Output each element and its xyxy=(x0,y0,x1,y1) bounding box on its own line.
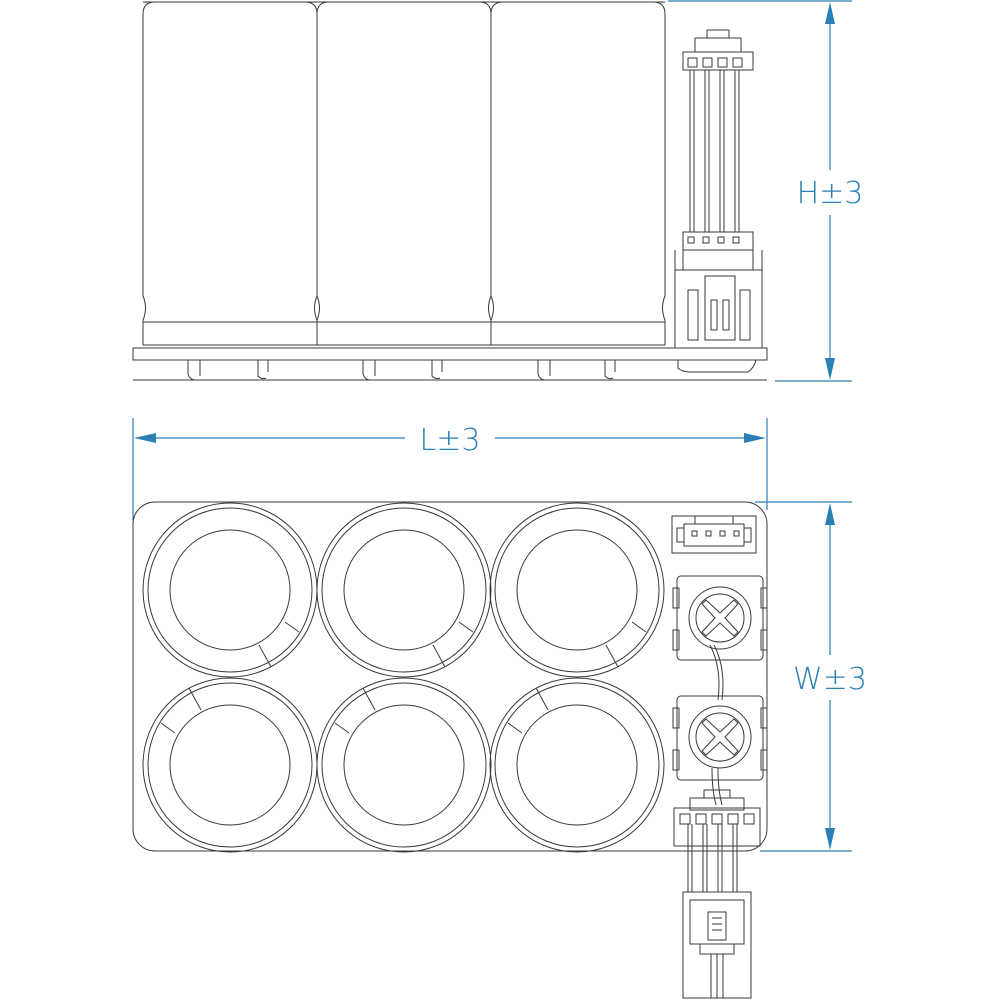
wire-harness-top xyxy=(673,789,761,999)
capacitor-top-1 xyxy=(142,502,318,678)
capacitor-side-3 xyxy=(490,1,666,346)
capacitor-top-2 xyxy=(316,502,492,678)
dimension-width: W±3 xyxy=(755,501,867,852)
capacitor-side-1 xyxy=(142,1,318,346)
length-label: L±3 xyxy=(420,423,481,458)
capacitor-top-4 xyxy=(142,677,318,853)
dimension-length: L±3 xyxy=(132,418,768,520)
capacitor-top-3 xyxy=(489,502,665,678)
width-label: W±3 xyxy=(793,662,867,697)
capacitor-side-2 xyxy=(316,1,492,346)
wire-harness-side xyxy=(674,29,763,349)
capacitor-top-6 xyxy=(489,677,665,853)
screw-terminal-2 xyxy=(672,695,768,806)
height-label: H±3 xyxy=(797,176,864,211)
dimension-height: H±3 xyxy=(668,0,864,382)
screw-cross-icon-2 xyxy=(701,718,739,756)
side-view xyxy=(132,1,768,381)
screw-cross-icon xyxy=(701,599,739,637)
capacitor-leads xyxy=(187,359,757,381)
pcb-outline xyxy=(132,501,768,852)
screw-terminal-1 xyxy=(672,575,768,661)
pin-header-top xyxy=(671,515,757,554)
top-view xyxy=(132,501,768,999)
jumper-wire xyxy=(709,644,724,701)
capacitor-top-5 xyxy=(316,677,492,853)
pcb-side xyxy=(132,347,768,361)
